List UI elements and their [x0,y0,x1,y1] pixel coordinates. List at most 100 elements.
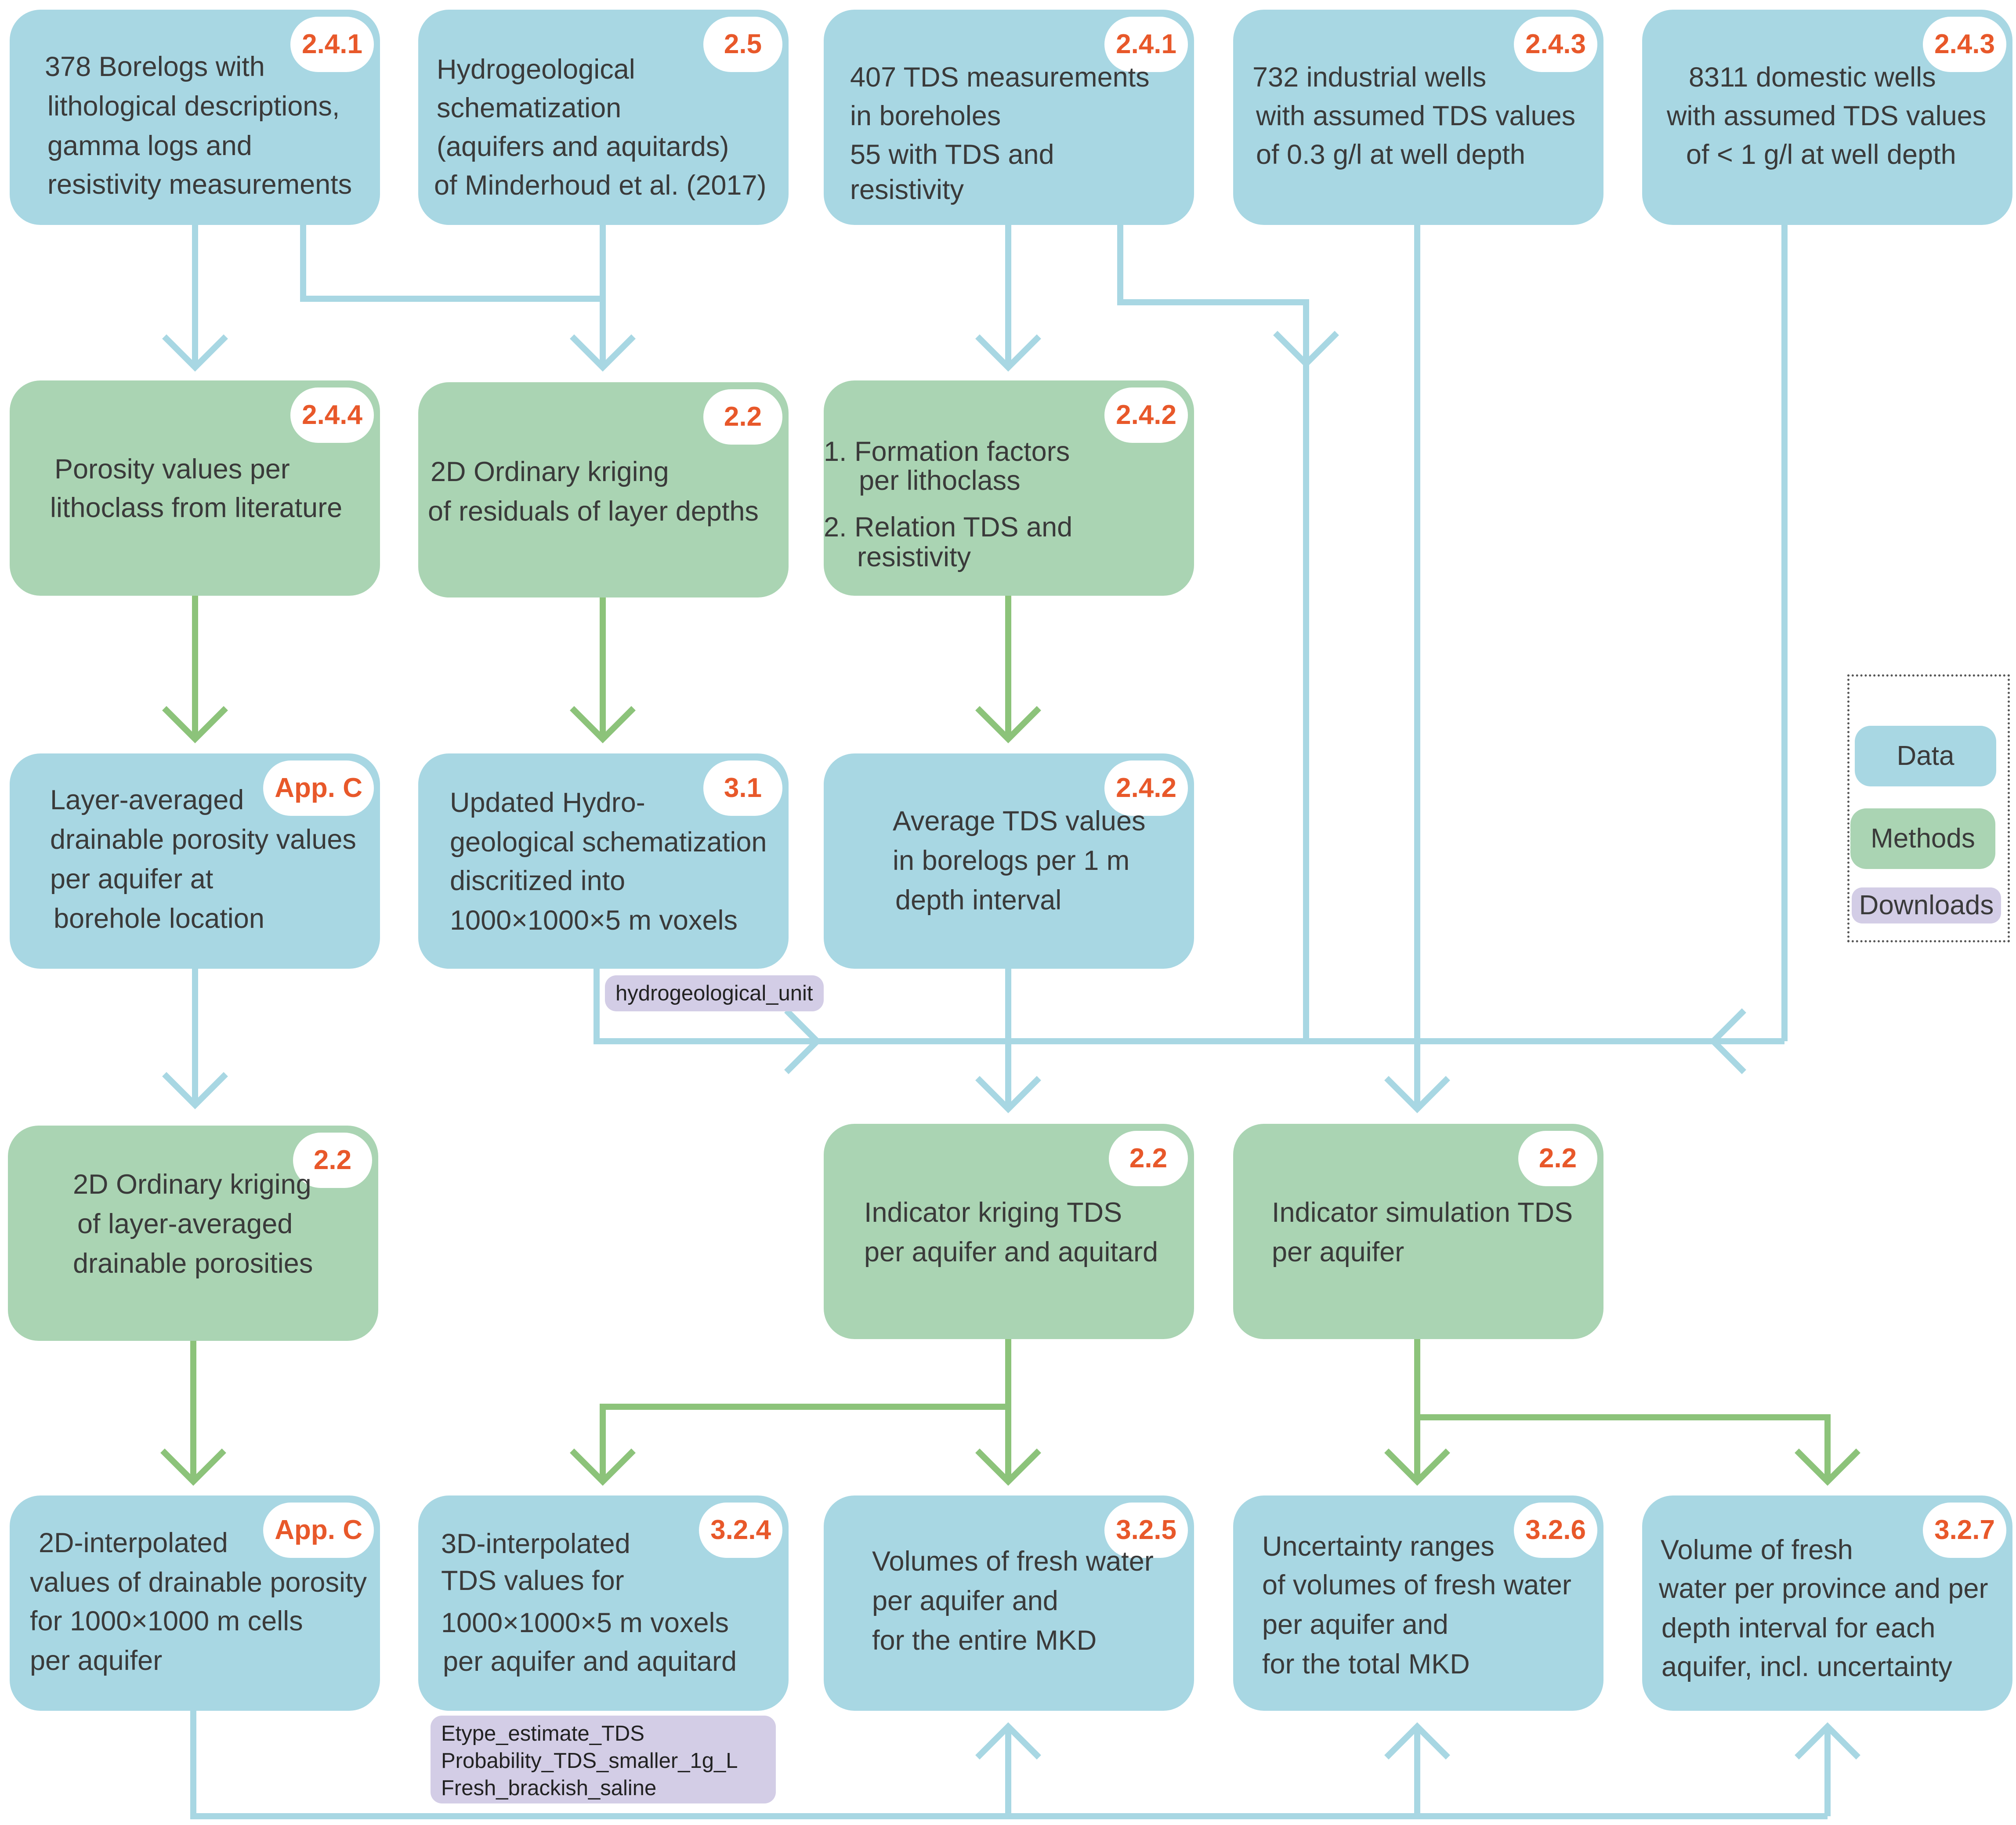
line-4: aquifer, incl. uncertainty [1661,1651,1952,1682]
box-layer-averaged: App. C Layer-averaged drainable porosity… [10,753,380,969]
download-hydrogeological-unit: hydrogeological_unit [605,975,824,1011]
box-average-tds: 2.4.2 Average TDS values in borelogs per… [824,753,1194,969]
line-2: of volumes of fresh water [1262,1570,1571,1600]
line-3: of < 1 g/l at well depth [1686,139,1956,170]
connector-line [300,225,603,302]
line-4: borehole location [54,903,264,934]
line-1: Porosity values per [54,454,290,485]
arrowhead [975,706,1041,743]
legend-methods: Methods [1850,808,1995,869]
line-4: resistivity measurements [47,169,352,200]
section-badge: 2.4.1 [1104,17,1188,72]
section-badge: 3.2.7 [1923,1503,2006,1558]
line-2: lithological descriptions, [47,91,340,122]
line-4: per aquifer and aquitard [443,1646,737,1677]
box-uncertainty-ranges: 3.2.6 Uncertainty ranges of volumes of f… [1233,1495,1603,1711]
arrowhead [570,706,636,743]
box-interp-3d: 3.2.4 3D-interpolated TDS values for 100… [418,1495,789,1711]
box-volumes-fresh: 3.2.5 Volumes of fresh water per aquifer… [824,1495,1194,1711]
section-badge: 2.2 [1109,1131,1188,1186]
line-2: geological schematization [450,827,767,858]
box-borelogs: 2.4.1 378 Borelogs with lithological des… [10,10,380,225]
arrowhead [162,706,228,743]
connector-line [190,1711,1828,1819]
line-4: per aquifer [30,1645,163,1676]
line-3: 55 with TDS and [850,139,1054,170]
section-badge: 2.4.4 [290,387,374,443]
box-industrial-wells: 2.4.3 732 industrial wells with assumed … [1233,10,1603,225]
line-1: 1. Formation factors [824,436,1070,467]
arrowhead [570,334,636,372]
arrowhead [1795,1448,1860,1486]
line-1: Uncertainty ranges [1262,1531,1495,1562]
line-3: of 0.3 g/l at well depth [1256,139,1525,170]
box-interp-2d: App. C 2D-interpolated values of drainab… [10,1495,380,1711]
line-2: water per province and per [1659,1573,1988,1604]
line-4: resistivity [850,174,964,205]
line-2: values of drainable porosity [30,1567,367,1598]
box-volume-province: 3.2.7 Volume of fresh water per province… [1642,1495,2012,1711]
line-3: drainable porosities [73,1248,313,1279]
line-2: of residuals of layer depths [428,496,759,527]
line-2: drainable porosity values [50,824,356,855]
connector-line [600,1404,1008,1481]
section-badge: 2.4.2 [1104,387,1188,443]
arrowhead [1384,1448,1450,1486]
connector-line [594,969,1784,1044]
line-1: 8311 domestic wells [1689,62,1936,93]
arrowhead [784,1008,822,1074]
section-badge: 3.2.5 [1104,1503,1188,1558]
download-item: Etype_estimate_TDS [441,1722,644,1745]
arrowhead [975,1722,1041,1760]
download-item: Probability_TDS_smaller_1g_L [441,1749,738,1773]
section-badge: 2.2 [1518,1131,1597,1186]
box-porosity-literature: 2.4.4 Porosity values per lithoclass fro… [10,380,380,596]
connector-line [1117,225,1309,1041]
section-badge: 2.4.2 [1104,760,1188,816]
arrowhead [162,1072,228,1109]
line-2: in borelogs per 1 m [893,845,1130,876]
line-1: 2D Ordinary kriging [431,456,669,487]
section-badge: App. C [263,760,374,816]
line-4: 1000×1000×5 m voxels [450,905,738,936]
connector-line [1417,1414,1831,1481]
legend [1847,674,2010,942]
line-2: schematization [437,93,622,123]
line-1: Volume of fresh [1661,1535,1853,1565]
line-2: per aquifer and [872,1586,1058,1616]
section-badge: 2.4.3 [1923,17,2006,72]
line-1: Volumes of fresh water [872,1546,1154,1577]
line-3: for the entire MKD [872,1625,1097,1656]
section-badge: 2.4.1 [290,17,374,72]
section-badge: 2.2 [703,389,782,445]
line-2: per aquifer and aquitard [864,1237,1158,1267]
line-1: Indicator kriging TDS [864,1197,1122,1228]
box-tds-measurements: 2.4.1 407 TDS measurements in boreholes … [824,10,1194,225]
legend-data: Data [1855,726,1996,786]
arrowhead [1384,1722,1450,1760]
download-item: Fresh_brackish_saline [441,1776,657,1800]
box-indicator-kriging: 2.2 Indicator kriging TDS per aquifer an… [824,1124,1194,1339]
arrowhead [570,1448,636,1486]
line-1: Average TDS values [893,806,1146,836]
line-3: depth interval for each [1661,1613,1936,1644]
line-1: 3D-interpolated [441,1528,630,1559]
line-1: Hydrogeological [437,54,635,85]
line-3: per aquifer at [50,864,214,894]
box-formation-factors: 2.4.2 1. Formation factors per lithoclas… [824,380,1194,596]
line-3: discritized into [450,865,626,896]
box-kriging-residuals: 2.2 2D Ordinary kriging of residuals of … [418,382,789,597]
section-badge: 2.5 [703,17,782,72]
line-1: 732 industrial wells [1252,62,1487,93]
box-schematization: 2.5 Hydrogeological schematization (aqui… [418,10,789,225]
download-tds-outputs: Etype_estimate_TDS Probability_TDS_small… [431,1716,776,1803]
line-3: 1000×1000×5 m voxels [441,1608,729,1638]
line-1: 2D Ordinary kriging [73,1169,311,1200]
arrowhead [160,1448,226,1486]
arrowhead [975,334,1041,372]
line-2: of layer-averaged [77,1209,293,1239]
line-1: 2D-interpolated [39,1528,228,1558]
arrowhead [1384,1076,1450,1113]
